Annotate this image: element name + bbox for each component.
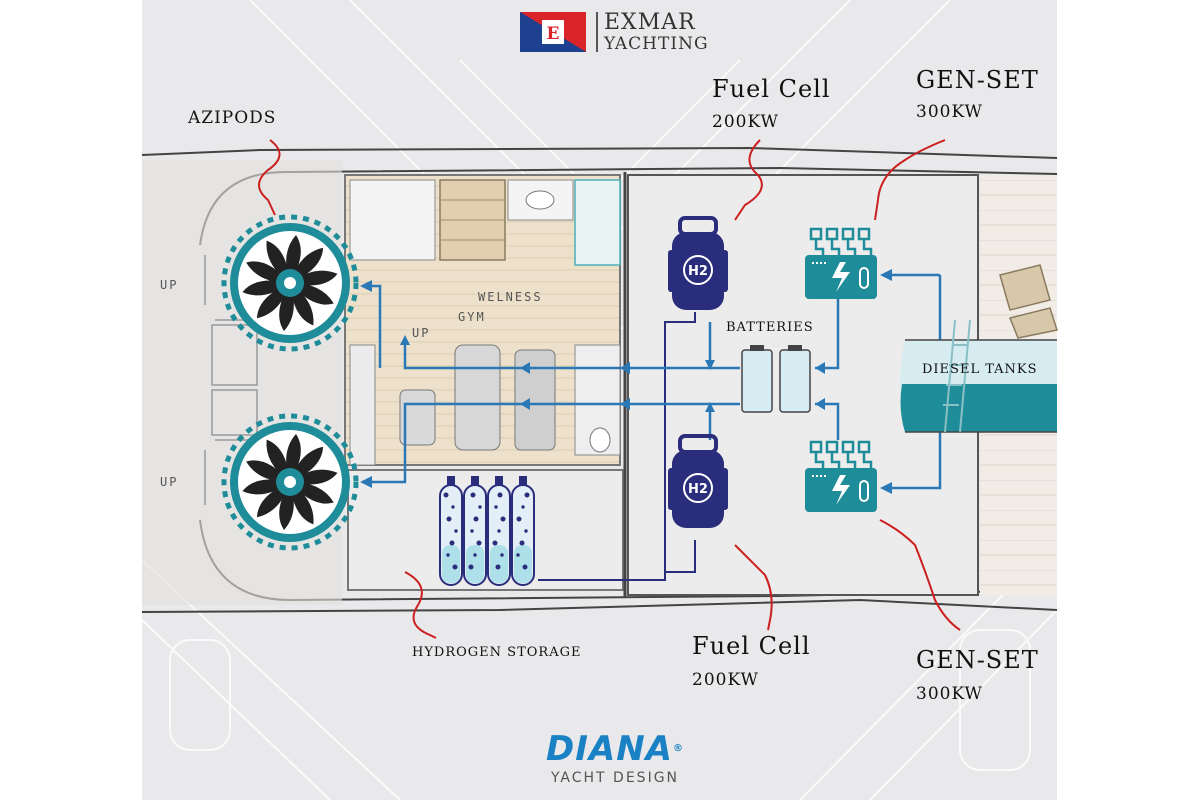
callout-lines bbox=[258, 139, 961, 639]
label-genset-top-title: GEN-SET bbox=[916, 66, 1039, 94]
fuel-cell-bottom: H2 bbox=[668, 434, 728, 528]
exmar-flag-icon: E bbox=[520, 12, 586, 52]
callout-genset-bottom bbox=[879, 519, 961, 631]
diana-sub: YACHT DESIGN bbox=[550, 770, 680, 786]
diana-name: DIANA bbox=[546, 729, 673, 769]
svg-text:E: E bbox=[547, 24, 560, 44]
label-fuel-cell-bottom-title: Fuel Cell bbox=[692, 632, 811, 660]
diana-yacht-design-logo: DIANA® YACHT DESIGN bbox=[530, 732, 700, 792]
label-fuel-cell-top-title: Fuel Cell bbox=[712, 75, 831, 103]
label-genset-bottom-title: GEN-SET bbox=[916, 646, 1039, 674]
label-batteries: BATTERIES bbox=[726, 320, 814, 335]
hydrogen-cylinders bbox=[439, 476, 535, 586]
sketch-gym: GYM bbox=[458, 310, 486, 324]
fuel-cell-top: H2 bbox=[668, 216, 728, 310]
h2-symbol-bottom: H2 bbox=[688, 482, 708, 497]
callout-fuelcell-top bbox=[734, 139, 763, 221]
diesel-tank bbox=[900, 319, 1057, 433]
genset-top bbox=[805, 227, 877, 299]
label-fuel-cell-bottom-power: 200KW bbox=[692, 670, 760, 690]
callout-fuelcell-bottom bbox=[734, 544, 773, 631]
exmar-line2: YACHTING bbox=[604, 34, 709, 54]
sketch-up-left-top: UP bbox=[160, 278, 179, 292]
shower bbox=[574, 179, 621, 266]
callout-hydrogen bbox=[404, 571, 437, 639]
genset-bottom bbox=[805, 440, 877, 512]
flow-arrowheads bbox=[360, 269, 892, 494]
batteries bbox=[741, 345, 811, 413]
azipod-bottom bbox=[221, 413, 359, 551]
label-fuel-cell-top-power: 200KW bbox=[712, 112, 780, 132]
azipod-top bbox=[221, 214, 359, 352]
forward-stairs bbox=[999, 264, 1058, 339]
label-diesel-tanks: DIESEL TANKS bbox=[922, 362, 1038, 377]
sketch-welness: WELNESS bbox=[478, 290, 543, 304]
aft-deck bbox=[142, 160, 342, 605]
hydrogen-lines bbox=[538, 312, 696, 581]
callout-genset-top bbox=[874, 139, 946, 221]
label-hydrogen-storage: HYDROGEN STORAGE bbox=[412, 645, 582, 660]
exmar-line1: EXMAR bbox=[604, 10, 696, 35]
callout-azipods bbox=[258, 139, 281, 216]
aft-deck-stairs bbox=[204, 255, 330, 505]
label-azipods: AZIPODS bbox=[188, 108, 277, 128]
diana-registered-mark: ® bbox=[672, 743, 684, 754]
sketch-up-center: UP bbox=[412, 326, 431, 340]
sketch-up-left-bottom: UP bbox=[160, 475, 179, 489]
gym-equipment-1 bbox=[454, 344, 501, 451]
h2-symbol-top: H2 bbox=[688, 264, 708, 279]
label-genset-top-power: 300KW bbox=[916, 102, 984, 122]
gym-equipment-2 bbox=[514, 349, 556, 451]
label-genset-bottom-power: 300KW bbox=[916, 684, 984, 704]
exmar-yachting-logo: E EXMAR YACHTING bbox=[520, 8, 710, 54]
